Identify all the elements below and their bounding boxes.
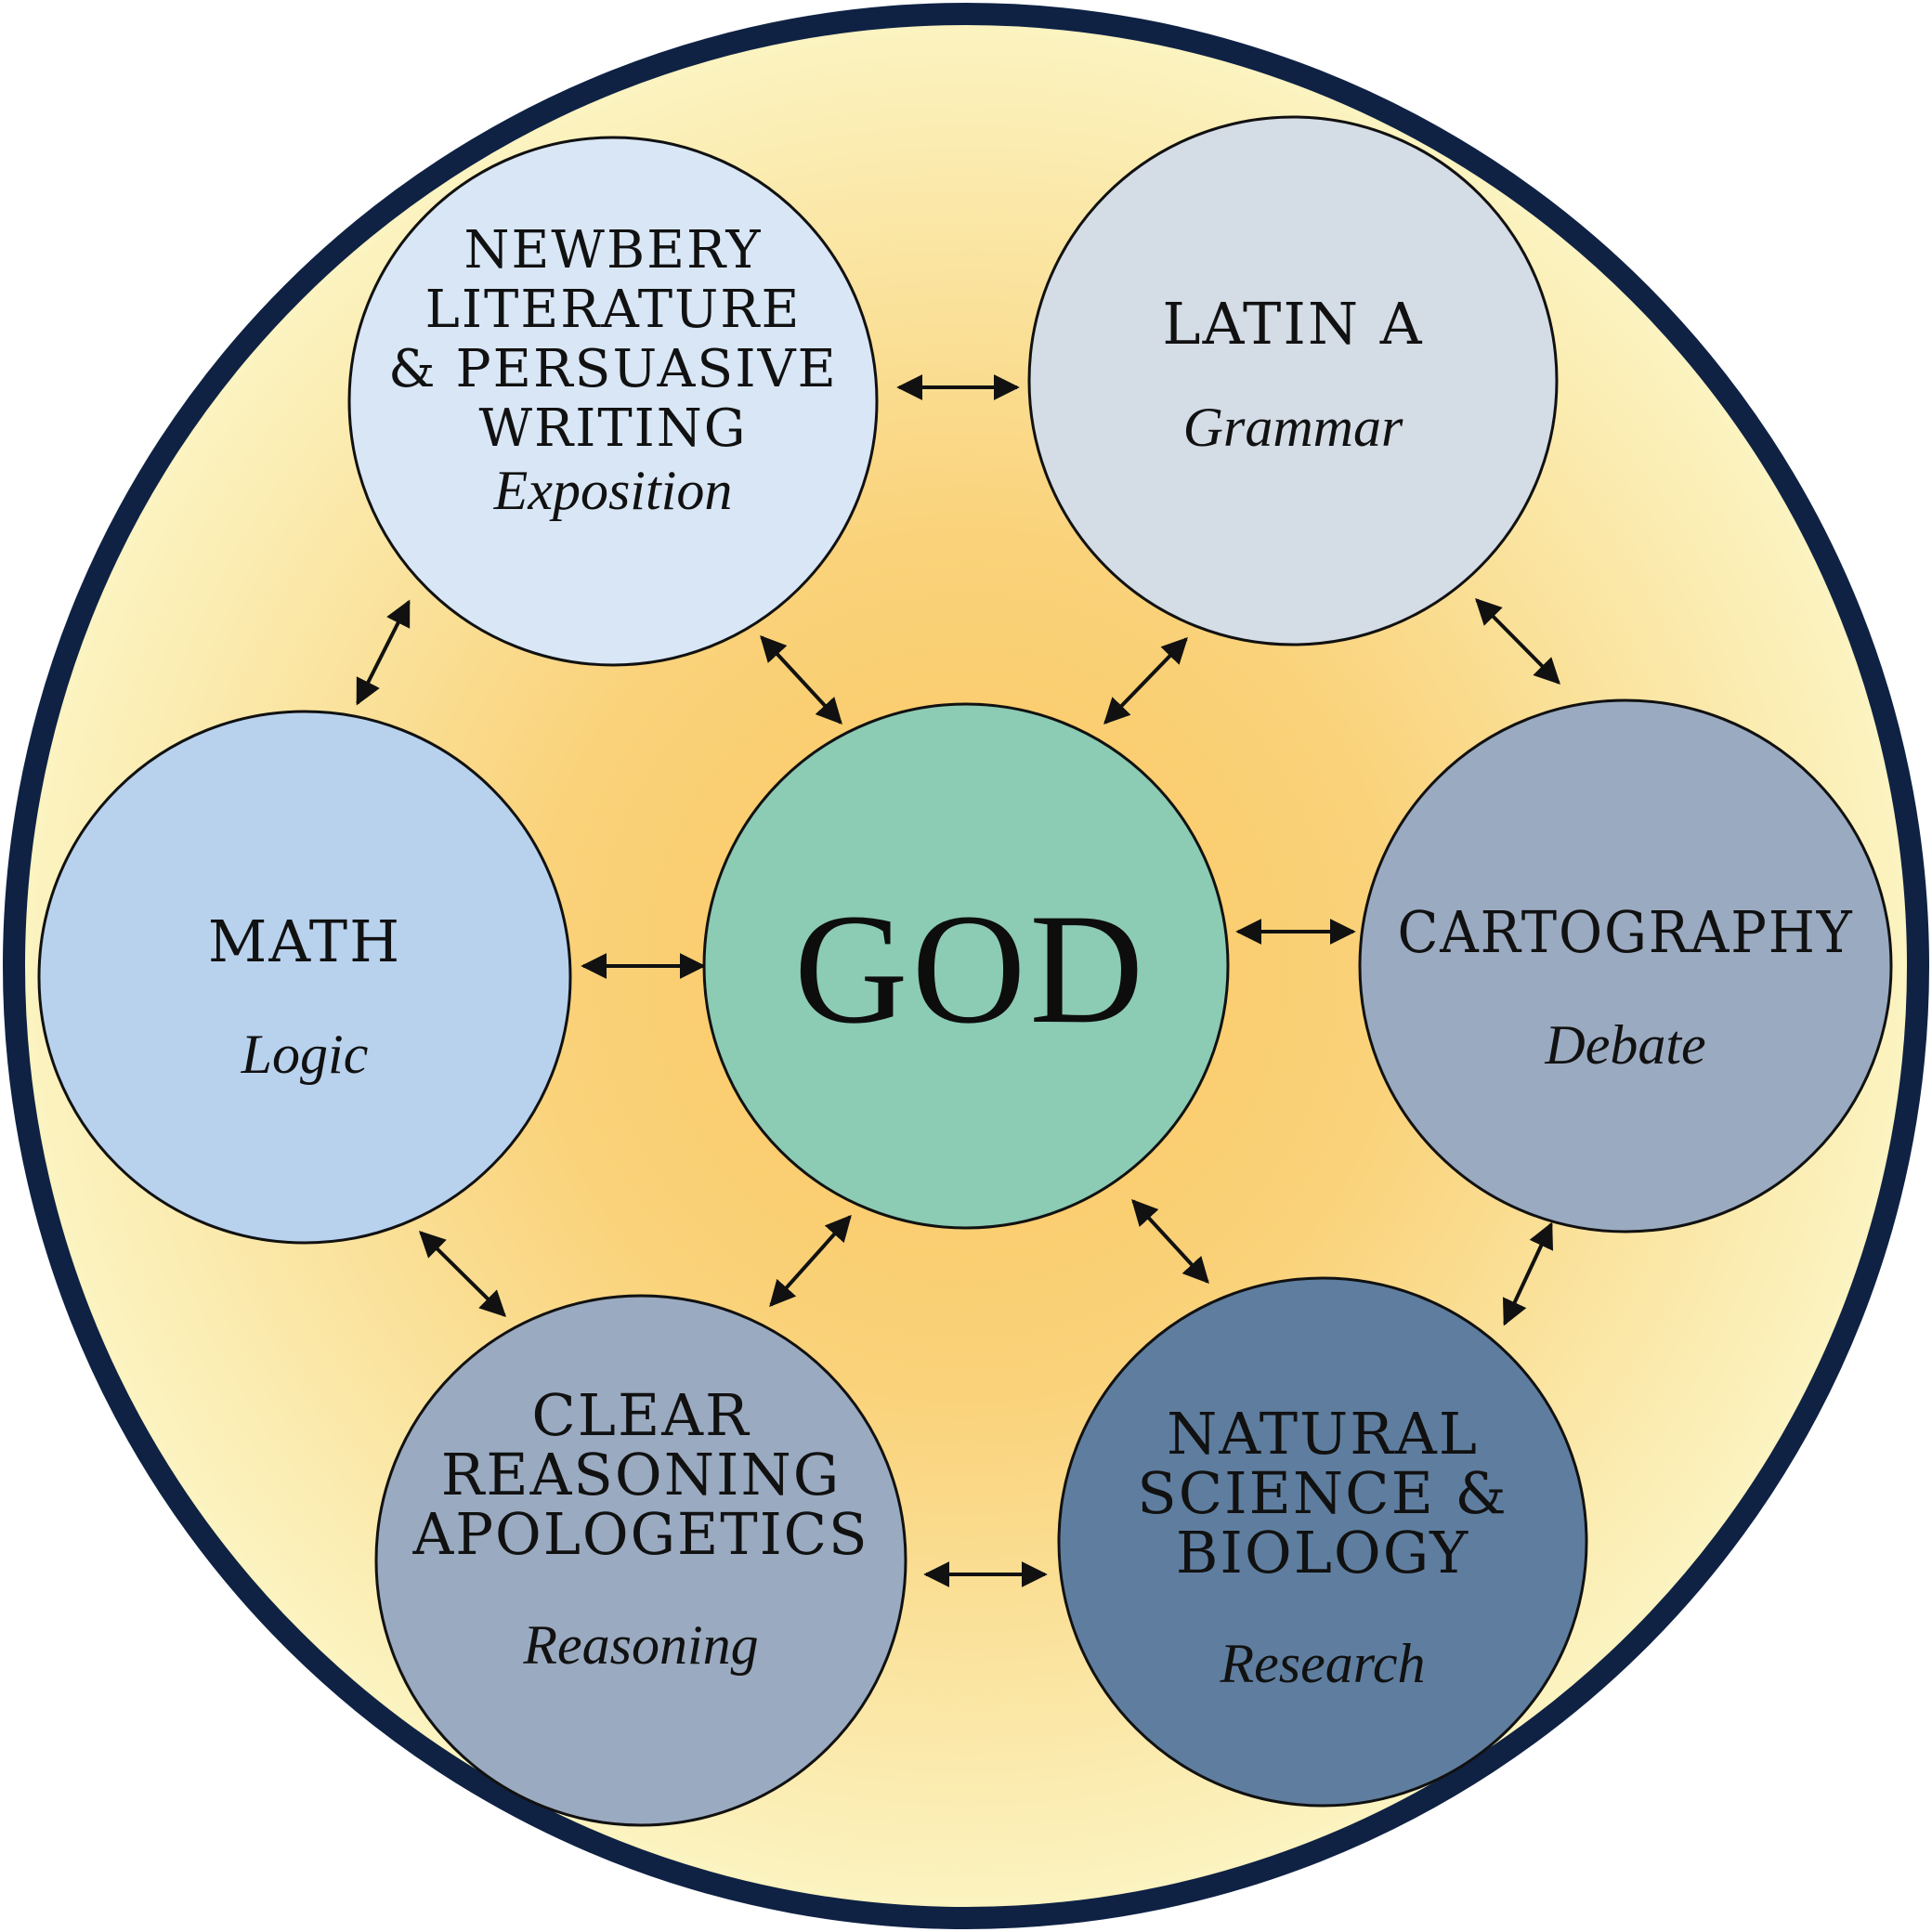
node-title-cartography: CARTOGRAPHY [1397, 898, 1853, 966]
node-subtitle-newbery: Exposition [493, 460, 733, 521]
node-cartography: CARTOGRAPHY Debate [1358, 698, 1893, 1234]
connector-arrows [356, 374, 1560, 1587]
node-math: MATH Logic [37, 710, 572, 1245]
node-title-newbery: & PERSUASIVE [388, 339, 838, 399]
double-arrow-10 [769, 1214, 852, 1308]
node-title-science: NATURAL [1167, 1400, 1479, 1468]
node-latin: LATIN A Grammar [1027, 115, 1559, 646]
node-subtitle-cartography: Debate [1544, 1014, 1705, 1076]
double-arrow-7 [1103, 636, 1188, 725]
node-title-reasoning: APOLOGETICS [412, 1500, 869, 1568]
node-circle-science [1057, 1276, 1588, 1808]
double-arrow-8 [1475, 598, 1560, 685]
node-title-reasoning: REASONING [441, 1441, 842, 1508]
center-circle [702, 702, 1230, 1230]
double-arrow-5 [356, 599, 411, 706]
node-circle-reasoning [374, 1294, 907, 1827]
node-title-newbery: NEWBERY [464, 220, 763, 281]
node-circle-math [37, 710, 572, 1245]
node-title-latin: LATIN A [1162, 290, 1423, 358]
double-arrow-12 [1502, 1221, 1554, 1326]
double-arrow-6 [760, 634, 842, 725]
node-circle-cartography [1358, 698, 1893, 1234]
center-label: GOD [794, 881, 1147, 1056]
node-circle-latin [1027, 115, 1559, 646]
double-arrow-11 [1131, 1198, 1209, 1285]
node-title-science: BIOLOGY [1176, 1519, 1469, 1586]
node-title-newbery: LITERATURE [425, 280, 802, 340]
node-subtitle-math: Logic [241, 1024, 369, 1085]
node-title-reasoning: CLEAR [531, 1381, 751, 1449]
double-arrow-9 [419, 1231, 506, 1317]
node-title-math: MATH [208, 907, 401, 975]
node-subtitle-latin: Grammar [1183, 397, 1403, 458]
node-subtitle-science: Research [1219, 1633, 1425, 1694]
node-title-science: SCIENCE & [1137, 1459, 1508, 1527]
node-title-newbery: WRITING [478, 398, 747, 459]
node-subtitle-reasoning: Reasoning [522, 1614, 758, 1676]
node-circle-newbery [347, 136, 879, 667]
